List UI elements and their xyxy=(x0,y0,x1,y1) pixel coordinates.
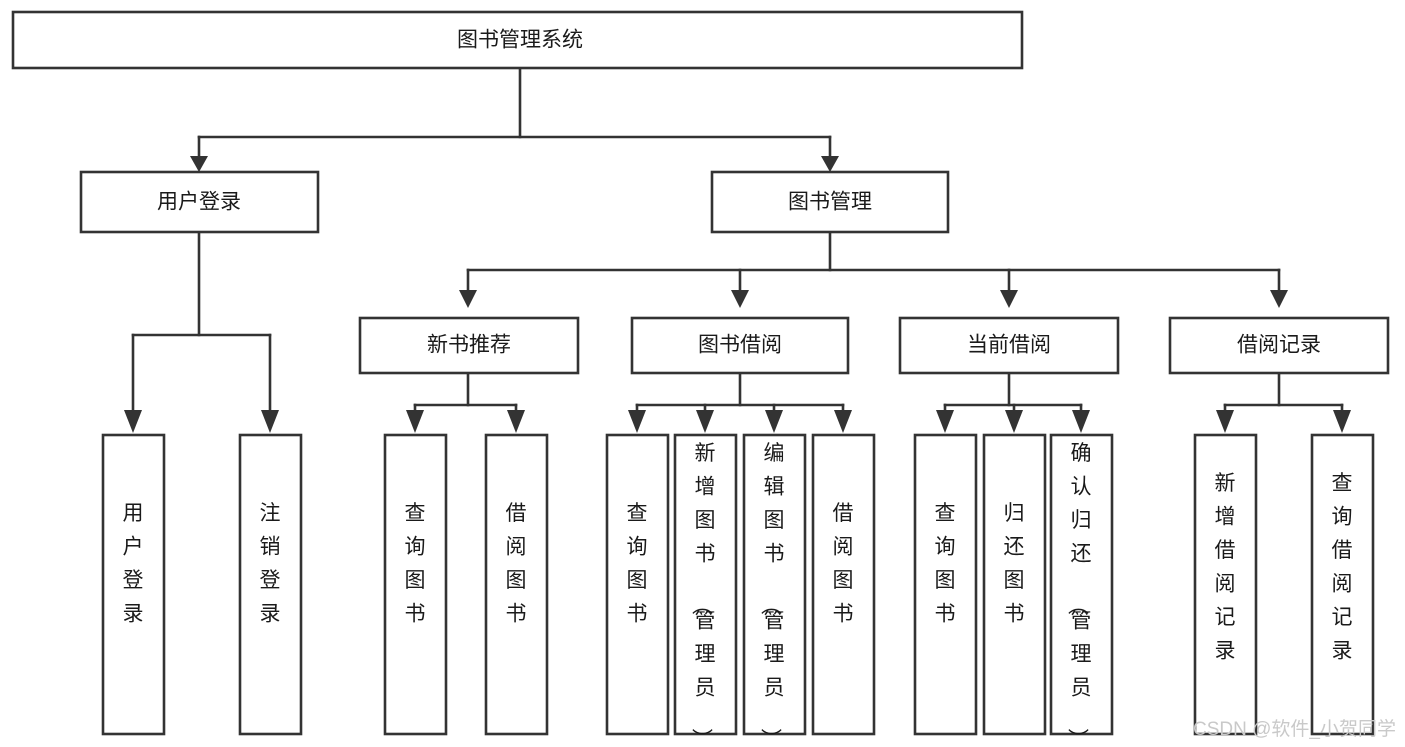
arrow-head-icon-cb-3 xyxy=(1072,410,1090,433)
leaf-box[interactable] xyxy=(1193,433,1258,736)
node-user-login-label: 用户登录 xyxy=(157,191,241,214)
connector-group-current-borrow xyxy=(936,371,1090,433)
node-current-borrow[interactable]: 当前借阅 xyxy=(898,316,1120,375)
node-new-book-recommend-label: 新书推荐 xyxy=(427,334,511,357)
leaf-box[interactable] xyxy=(1310,433,1375,736)
node-borrow-record-label: 借阅记录 xyxy=(1237,334,1321,357)
leaf-node-current-borrow-query[interactable]: 查询图书 xyxy=(913,433,978,736)
leaf-box[interactable] xyxy=(913,433,978,736)
leaf-node-new-book-borrow[interactable]: 借阅图书 xyxy=(484,433,549,736)
leaf-node-user-login-login[interactable]: 用户登录 xyxy=(101,433,166,736)
leaf-label: 查询借阅记录 xyxy=(1332,472,1353,663)
leaf-box[interactable] xyxy=(1049,433,1114,736)
leaf-node-book-borrow-borrow[interactable]: 借阅图书 xyxy=(811,433,876,736)
leaf-label: 查询图书 xyxy=(935,502,956,626)
arrow-head-icon-bb-4 xyxy=(834,410,852,433)
leaf-box[interactable] xyxy=(101,433,166,736)
arrow-head-icon-root-2 xyxy=(821,156,839,172)
connector-group-borrow-record xyxy=(1216,371,1351,433)
node-root-system[interactable]: 图书管理系统 xyxy=(11,10,1024,70)
node-new-book-recommend[interactable]: 新书推荐 xyxy=(358,316,580,375)
node-current-borrow-box[interactable] xyxy=(898,316,1120,375)
leaf-label: 新增图书（管理员） xyxy=(690,442,716,747)
leaf-node-borrow-record-query[interactable]: 查询借阅记录 xyxy=(1310,433,1375,736)
leaf-node-user-login-logout[interactable]: 注销登录 xyxy=(238,433,303,736)
arrow-head-icon-ul-2 xyxy=(261,410,279,433)
node-root-label: 图书管理系统 xyxy=(457,29,583,52)
leaf-node-current-borrow-confirm[interactable]: 确认归还（管理员） xyxy=(1049,433,1114,747)
connector-group-user-login xyxy=(124,230,279,433)
node-book-manage[interactable]: 图书管理 xyxy=(710,170,950,234)
node-book-borrow[interactable]: 图书借阅 xyxy=(630,316,850,375)
arrow-head-icon-br-1 xyxy=(1216,410,1234,433)
arrow-head-icon-cb-1 xyxy=(936,410,954,433)
arrow-head-icon-nb-2 xyxy=(507,410,525,433)
watermark-label: CSDN @软件_小贺同学 xyxy=(1193,718,1396,740)
arrow-head-icon-bm-4 xyxy=(1270,290,1288,308)
leaf-label: 借阅图书 xyxy=(833,502,854,626)
node-root-box[interactable] xyxy=(11,10,1024,70)
leaf-box[interactable] xyxy=(742,433,807,736)
leaf-node-current-borrow-return[interactable]: 归还图书 xyxy=(982,433,1047,736)
leaf-box[interactable] xyxy=(673,433,738,736)
arrow-head-icon-bm-2 xyxy=(731,290,749,308)
leaf-label: 借阅图书 xyxy=(506,502,527,626)
arrow-head-icon-ul-1 xyxy=(124,410,142,433)
arrow-head-icon-bb-3 xyxy=(765,410,783,433)
leaf-label: 查询图书 xyxy=(627,502,648,626)
leaf-label: 确认归还（管理员） xyxy=(1066,442,1092,747)
leaf-label: 归还图书 xyxy=(1004,502,1025,626)
node-user-login-box[interactable] xyxy=(79,170,320,234)
node-book-manage-label: 图书管理 xyxy=(788,191,872,214)
leaf-label: 查询图书 xyxy=(405,502,426,626)
leaf-box[interactable] xyxy=(811,433,876,736)
arrow-head-icon-nb-1 xyxy=(406,410,424,433)
leaf-node-new-book-query[interactable]: 查询图书 xyxy=(383,433,448,736)
arrow-head-icon-root-1 xyxy=(190,156,208,172)
arrow-head-icon-cb-2 xyxy=(1005,410,1023,433)
node-new-book-recommend-box[interactable] xyxy=(358,316,580,375)
leaf-box[interactable] xyxy=(484,433,549,736)
leaf-node-book-borrow-add[interactable]: 新增图书（管理员） xyxy=(673,433,738,747)
leaf-node-book-borrow-edit[interactable]: 编辑图书（管理员） xyxy=(742,433,807,747)
leaf-label: 编辑图书（管理员） xyxy=(759,442,785,747)
node-book-borrow-label: 图书借阅 xyxy=(698,334,782,357)
connector-group-root xyxy=(190,66,839,172)
arrow-head-icon-bb-2 xyxy=(696,410,714,433)
connector-group-new-book xyxy=(406,371,525,433)
connector-group-book-borrow xyxy=(628,371,852,433)
leaf-box[interactable] xyxy=(605,433,670,736)
arrow-head-icon-br-2 xyxy=(1333,410,1351,433)
leaf-node-borrow-record-add[interactable]: 新增借阅记录 xyxy=(1193,433,1258,736)
node-current-borrow-label: 当前借阅 xyxy=(967,334,1051,357)
node-borrow-record[interactable]: 借阅记录 xyxy=(1168,316,1390,375)
node-user-login[interactable]: 用户登录 xyxy=(79,170,320,234)
leaf-label: 新增借阅记录 xyxy=(1215,472,1236,663)
leaf-box[interactable] xyxy=(238,433,303,736)
arrow-head-icon-bb-1 xyxy=(628,410,646,433)
arrow-head-icon-bm-1 xyxy=(459,290,477,308)
leaf-label: 注销登录 xyxy=(260,502,281,626)
leaf-label: 用户登录 xyxy=(123,502,144,626)
leaf-box[interactable] xyxy=(982,433,1047,736)
connector-group-book-manage xyxy=(459,230,1288,308)
leaf-box[interactable] xyxy=(383,433,448,736)
leaf-node-book-borrow-query[interactable]: 查询图书 xyxy=(605,433,670,736)
node-book-manage-box[interactable] xyxy=(710,170,950,234)
node-borrow-record-box[interactable] xyxy=(1168,316,1390,375)
arrow-head-icon-bm-3 xyxy=(1000,290,1018,308)
node-book-borrow-box[interactable] xyxy=(630,316,850,375)
